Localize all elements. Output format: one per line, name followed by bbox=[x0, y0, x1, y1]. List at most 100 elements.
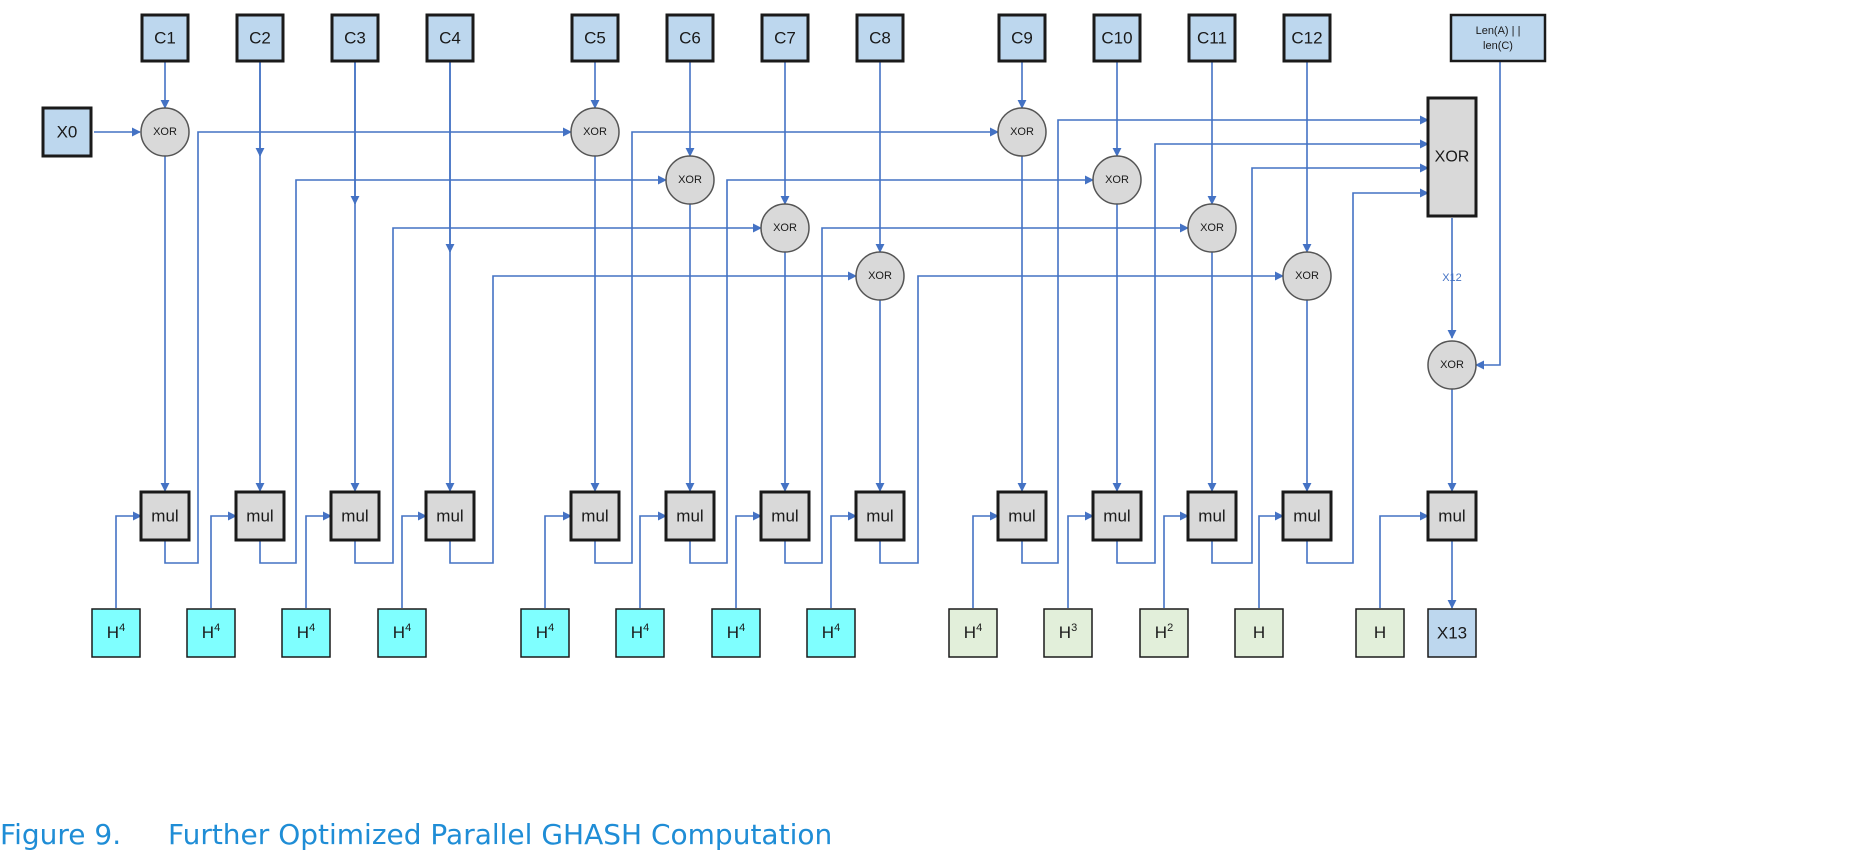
ciphertext-label: C9 bbox=[1011, 29, 1033, 48]
hash-key-label: H bbox=[1253, 623, 1265, 642]
xor-node bbox=[665, 155, 715, 205]
mul-label: mul bbox=[866, 507, 893, 526]
hash-key-label: H4 bbox=[393, 622, 411, 642]
mul-node bbox=[139, 490, 191, 542]
hash-key-label: H4 bbox=[202, 622, 220, 642]
mul-label: mul bbox=[1198, 507, 1225, 526]
mul-label: mul bbox=[581, 507, 608, 526]
xor-label: XOR bbox=[583, 126, 607, 138]
hash-key-box bbox=[711, 608, 761, 658]
ciphertext-box bbox=[140, 13, 190, 63]
xor-node bbox=[855, 251, 905, 301]
x0-label: X0 bbox=[57, 123, 78, 142]
length-xor-node bbox=[1427, 340, 1477, 390]
mul-node bbox=[424, 490, 476, 542]
caption-number: Figure 9. bbox=[0, 818, 122, 851]
hash-key-label: H4 bbox=[297, 622, 315, 642]
hash-key-label: H4 bbox=[536, 622, 554, 642]
xor-node bbox=[570, 107, 620, 157]
ciphertext-box bbox=[1282, 13, 1332, 63]
length-input-box bbox=[1449, 13, 1547, 63]
xor-label: XOR bbox=[1010, 126, 1034, 138]
hash-key-box bbox=[1355, 608, 1405, 658]
ciphertext-box bbox=[1187, 13, 1237, 63]
mul-node bbox=[1426, 490, 1478, 542]
mul-node bbox=[1186, 490, 1238, 542]
hash-key-box bbox=[377, 608, 427, 658]
ciphertext-label: C3 bbox=[344, 29, 366, 48]
mul-label: mul bbox=[246, 507, 273, 526]
ciphertext-label: C2 bbox=[249, 29, 271, 48]
hash-key-box bbox=[91, 608, 141, 658]
hash-key-box bbox=[1139, 608, 1189, 658]
xor-label: XOR bbox=[1105, 174, 1129, 186]
ciphertext-box bbox=[425, 13, 475, 63]
ciphertext-label: C8 bbox=[869, 29, 891, 48]
hash-key-box bbox=[615, 608, 665, 658]
hash-key-label: H4 bbox=[964, 622, 982, 642]
ciphertext-box bbox=[235, 13, 285, 63]
figure-caption: Figure 9. Further Optimized Parallel GHAS… bbox=[0, 818, 832, 851]
ciphertext-box bbox=[1092, 13, 1142, 63]
hash-key-label: H4 bbox=[822, 622, 840, 642]
mul-label: mul bbox=[1103, 507, 1130, 526]
xor-node bbox=[760, 203, 810, 253]
xor-node bbox=[140, 107, 190, 157]
xor-label: XOR bbox=[153, 126, 177, 138]
ciphertext-box bbox=[997, 13, 1047, 63]
caption-title: Further Optimized Parallel GHASH Computa… bbox=[168, 818, 833, 851]
mul-node bbox=[569, 490, 621, 542]
hash-key-box bbox=[520, 608, 570, 658]
xor-node bbox=[1282, 251, 1332, 301]
hash-key-label: H4 bbox=[107, 622, 125, 642]
hash-key-box bbox=[806, 608, 856, 658]
mul-label: mul bbox=[1008, 507, 1035, 526]
x13-output-box bbox=[1427, 608, 1477, 658]
ciphertext-label: C7 bbox=[774, 29, 796, 48]
hash-key-label: H4 bbox=[631, 622, 649, 642]
mul-node bbox=[234, 490, 286, 542]
xor-label: XOR bbox=[868, 270, 892, 282]
final-xor-label: XOR bbox=[1435, 149, 1470, 166]
mul-node bbox=[1091, 490, 1143, 542]
ciphertext-label: C10 bbox=[1101, 29, 1132, 48]
mul-node bbox=[329, 490, 381, 542]
mul-node bbox=[759, 490, 811, 542]
hash-key-label: H bbox=[1374, 623, 1386, 642]
ciphertext-box bbox=[330, 13, 380, 63]
xor-label: XOR bbox=[1200, 222, 1224, 234]
mul-label: mul bbox=[151, 507, 178, 526]
mul-node bbox=[1281, 490, 1333, 542]
length-xor-label: XOR bbox=[1440, 359, 1464, 371]
ciphertext-label: C11 bbox=[1197, 29, 1227, 48]
hash-key-box bbox=[1043, 608, 1093, 658]
x13-label: X13 bbox=[1437, 624, 1467, 643]
final-xor-block bbox=[1426, 96, 1478, 218]
hash-key-label: H4 bbox=[727, 622, 745, 642]
mul-label: mul bbox=[771, 507, 798, 526]
ciphertext-label: C1 bbox=[154, 29, 176, 48]
mul-label: mul bbox=[1293, 507, 1320, 526]
hash-key-box bbox=[1234, 608, 1284, 658]
xor-label: XOR bbox=[773, 222, 797, 234]
length-label-line1: Len(A) | | bbox=[1476, 25, 1521, 37]
xor-label: XOR bbox=[678, 174, 702, 186]
hash-key-box bbox=[281, 608, 331, 658]
ciphertext-box bbox=[855, 13, 905, 63]
ciphertext-label: C6 bbox=[679, 29, 701, 48]
xor-node bbox=[1187, 203, 1237, 253]
ciphertext-label: C5 bbox=[584, 29, 606, 48]
mul-label: mul bbox=[1438, 507, 1465, 526]
hash-key-label: H3 bbox=[1059, 622, 1077, 642]
mul-node bbox=[996, 490, 1048, 542]
ciphertext-box bbox=[570, 13, 620, 63]
hash-key-box bbox=[948, 608, 998, 658]
mul-label: mul bbox=[341, 507, 368, 526]
mul-node bbox=[854, 490, 906, 542]
hash-key-box bbox=[186, 608, 236, 658]
mul-label: mul bbox=[676, 507, 703, 526]
x12-label: X12 bbox=[1442, 272, 1462, 284]
ciphertext-box bbox=[760, 13, 810, 63]
xor-node bbox=[997, 107, 1047, 157]
